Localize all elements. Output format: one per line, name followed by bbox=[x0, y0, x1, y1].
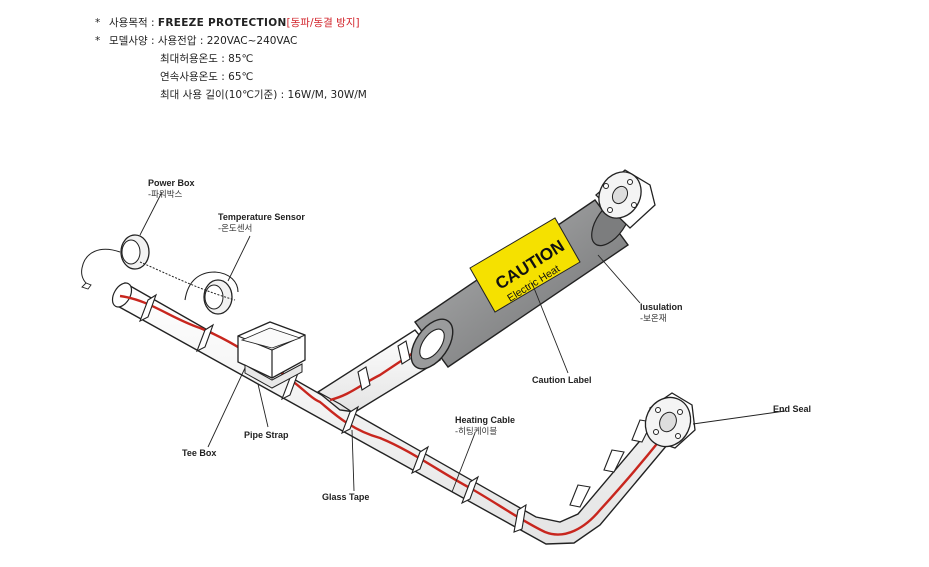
label-insulation: Iusulation bbox=[640, 302, 683, 312]
spec-model-line-0: 사용전압 : 220VAC~240VAC bbox=[157, 35, 298, 47]
heating-cable-main bbox=[119, 294, 675, 536]
label-tee-box: Tee Box bbox=[182, 448, 216, 458]
spec-model-line-1: 최대허용온도 : 85℃ bbox=[160, 53, 254, 65]
main-pipe bbox=[111, 282, 679, 545]
glass-tape-bands bbox=[138, 293, 653, 533]
label-end-seal: End Seal bbox=[773, 404, 811, 414]
spec-purpose-value-ko: [동파/동결 방지] bbox=[286, 17, 360, 29]
tee-box bbox=[237, 321, 306, 389]
end-seal-flange bbox=[644, 392, 696, 449]
top-end-flange bbox=[595, 169, 656, 229]
label-heating-cable-ko: -히팅케이블 bbox=[455, 426, 497, 437]
leader-lines bbox=[139, 191, 786, 493]
label-glass-tape: Glass Tape bbox=[322, 492, 369, 502]
label-caution-label: Caution Label bbox=[532, 375, 592, 385]
label-power-box-ko: -파워박스 bbox=[148, 189, 183, 200]
spec-model-line-2: 연속사용온도 : 65℃ bbox=[160, 71, 254, 83]
spec-model-row: *모델사양 : 사용전압 : 220VAC~240VAC bbox=[95, 32, 367, 50]
branch-pipe bbox=[316, 329, 442, 413]
spec-model-key: 모델사양 : bbox=[109, 35, 155, 47]
label-temperature-sensor: Temperature Sensor bbox=[218, 212, 305, 222]
label-temperature-sensor-ko: -온도센서 bbox=[218, 223, 252, 234]
temperature-sensor bbox=[139, 261, 239, 315]
spec-purpose-row: *사용목적 : FREEZE PROTECTION[동파/동결 방지] bbox=[95, 14, 367, 32]
label-power-box: Power Box bbox=[148, 178, 195, 188]
spec-purpose-key: 사용목적 : bbox=[109, 17, 155, 29]
spec-block: *사용목적 : FREEZE PROTECTION[동파/동결 방지] *모델사… bbox=[95, 14, 367, 104]
label-pipe-strap: Pipe Strap bbox=[244, 430, 289, 440]
label-heating-cable: Heating Cable bbox=[455, 415, 515, 425]
spec-model-line-3: 최대 사용 길이(10℃기준) : 16W/M, 30W/M bbox=[160, 89, 367, 101]
power-box bbox=[81, 234, 150, 290]
spec-purpose-value: FREEZE PROTECTION bbox=[157, 17, 287, 29]
label-insulation-ko: -보온재 bbox=[640, 314, 667, 324]
